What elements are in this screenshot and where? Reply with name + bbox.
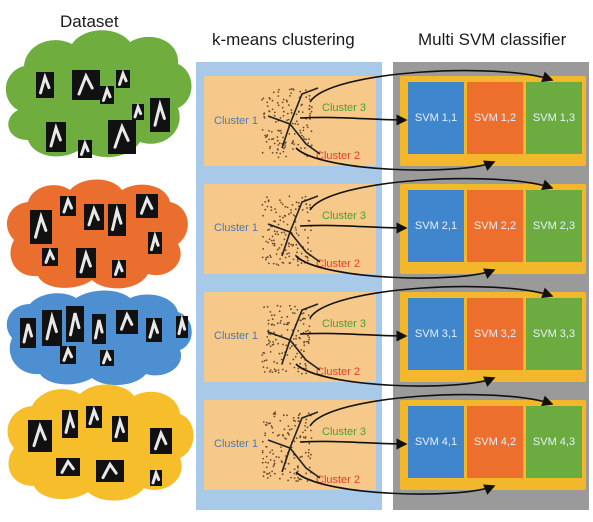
hand-sign-images: [20, 69, 188, 486]
hand-sign-image: [60, 345, 76, 364]
svm-box: SVM 2,1: [408, 190, 464, 262]
hand-sign-image: [100, 349, 114, 366]
hand-sign-image: [150, 428, 172, 454]
cluster-1-label: Cluster 1: [214, 438, 259, 450]
svm-box: SVM 2,2: [467, 190, 523, 262]
hand-sign-image: [116, 310, 138, 334]
hand-sign-image: [136, 194, 158, 218]
hand-sign-image: [66, 306, 84, 342]
hand-sign-image: [62, 409, 78, 438]
hand-sign-image: [46, 122, 66, 152]
cluster-3-label: Cluster 3: [322, 102, 367, 114]
kmeans-heading: k-means clustering: [212, 30, 355, 49]
svm-box: SVM 1,3: [526, 82, 582, 154]
cluster-2-label: Cluster 2: [316, 366, 361, 378]
svm-box: SVM 1,2: [467, 82, 523, 154]
cluster-1-label: Cluster 1: [214, 115, 259, 127]
svm-row-2: SVM 2,1 SVM 2,2 SVM 2,3: [400, 184, 586, 274]
dataset-cloud-yellow: [7, 384, 194, 501]
hand-sign-image: [60, 195, 76, 216]
hand-sign-image: [96, 460, 124, 482]
hand-sign-image: [176, 314, 188, 338]
cluster-2-label: Cluster 2: [316, 258, 361, 270]
hand-sign-image: [72, 70, 100, 100]
hand-sign-image: [108, 204, 126, 236]
cluster-2-label: Cluster 2: [316, 150, 361, 162]
cluster-3-label: Cluster 3: [322, 210, 367, 222]
hand-sign-image: [146, 317, 162, 342]
svm-box: SVM 3,1: [408, 298, 464, 370]
svm-row-3: SVM 3,1 SVM 3,2 SVM 3,3: [400, 292, 586, 382]
hand-sign-image: [84, 204, 104, 230]
hand-sign-image: [132, 102, 144, 120]
hand-sign-image: [42, 247, 58, 266]
cluster-1-label: Cluster 1: [214, 330, 259, 342]
hand-sign-image: [100, 85, 114, 104]
svm-box: SVM 1,1: [408, 82, 464, 154]
hand-sign-image: [36, 72, 54, 98]
dataset-heading: Dataset: [60, 12, 119, 31]
cluster-3-label: Cluster 3: [322, 426, 367, 438]
svm-box: SVM 4,2: [467, 406, 523, 478]
hand-sign-image: [116, 69, 130, 88]
hand-sign-image: [86, 405, 102, 428]
hand-sign-image: [148, 231, 162, 254]
hand-sign-image: [108, 120, 136, 154]
hand-sign-image: [28, 420, 52, 452]
svm-box: SVM 4,1: [408, 406, 464, 478]
svm-box: SVM 2,3: [526, 190, 582, 262]
hand-sign-image: [112, 415, 128, 442]
svm-heading: Multi SVM classifier: [418, 30, 567, 49]
cluster-3-label: Cluster 3: [322, 318, 367, 330]
svm-row-1: SVM 1,1 SVM 1,2 SVM 1,3: [400, 76, 586, 166]
svm-box: SVM 4,3: [526, 406, 582, 478]
hand-sign-image: [150, 468, 162, 486]
svm-box: SVM 3,2: [467, 298, 523, 370]
hand-sign-image: [30, 210, 52, 244]
hand-sign-image: [42, 310, 62, 346]
hand-sign-image: [112, 259, 126, 278]
hand-sign-image: [76, 248, 96, 278]
hand-sign-image: [150, 98, 170, 132]
hand-sign-image: [20, 318, 36, 348]
svm-box: SVM 3,3: [526, 298, 582, 370]
svm-row-4: SVM 4,1 SVM 4,2 SVM 4,3: [400, 400, 586, 490]
hand-sign-image: [92, 314, 106, 344]
panel-gap: [382, 62, 393, 510]
hand-sign-image: [56, 458, 80, 476]
dataset-clouds: [5, 30, 194, 501]
cluster-1-label: Cluster 1: [214, 222, 259, 234]
hand-sign-image: [78, 139, 92, 158]
cluster-2-label: Cluster 2: [316, 474, 361, 486]
